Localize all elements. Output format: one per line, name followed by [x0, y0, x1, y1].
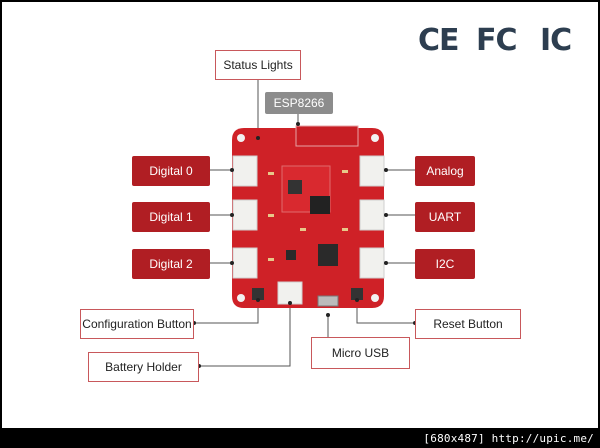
digital2-label: Digital 2 — [132, 249, 210, 279]
digital1-connector — [232, 199, 258, 231]
status-lights-label: Status Lights — [215, 50, 301, 80]
mount-hole — [237, 134, 245, 142]
fcc-mark: FC — [476, 23, 518, 58]
configuration-button-label: Configuration Button — [80, 309, 194, 339]
i2c-label: I2C — [415, 249, 475, 279]
configuration-button — [252, 288, 264, 300]
mount-hole — [371, 134, 379, 142]
mount-hole — [371, 294, 379, 302]
micro-usb-label: Micro USB — [311, 337, 410, 369]
battery-holder-label: Battery Holder — [88, 352, 199, 382]
ic-mark: IC — [540, 23, 572, 58]
esp8266-chip — [310, 196, 330, 214]
pcb — [232, 125, 385, 308]
digital0-label: Digital 0 — [132, 156, 210, 186]
battery-connector — [277, 281, 303, 305]
esp8266-label: ESP8266 — [265, 92, 333, 114]
ce-mark: CE — [418, 23, 460, 58]
watermark-bar: [680x487] http://upic.me/ — [0, 430, 600, 448]
uart-label: UART — [415, 202, 475, 232]
micro-usb-port — [317, 295, 339, 307]
reset-button-label: Reset Button — [415, 309, 521, 339]
analog-label: Analog — [415, 156, 475, 186]
digital0-connector — [232, 155, 258, 187]
mount-hole — [237, 294, 245, 302]
digital2-connector — [232, 247, 258, 279]
uart-connector — [359, 199, 385, 231]
digital1-label: Digital 1 — [132, 202, 210, 232]
watermark-text: [680x487] http://upic.me/ — [423, 432, 594, 445]
reset-button — [351, 288, 363, 300]
i2c-connector — [359, 247, 385, 279]
analog-connector — [359, 155, 385, 187]
